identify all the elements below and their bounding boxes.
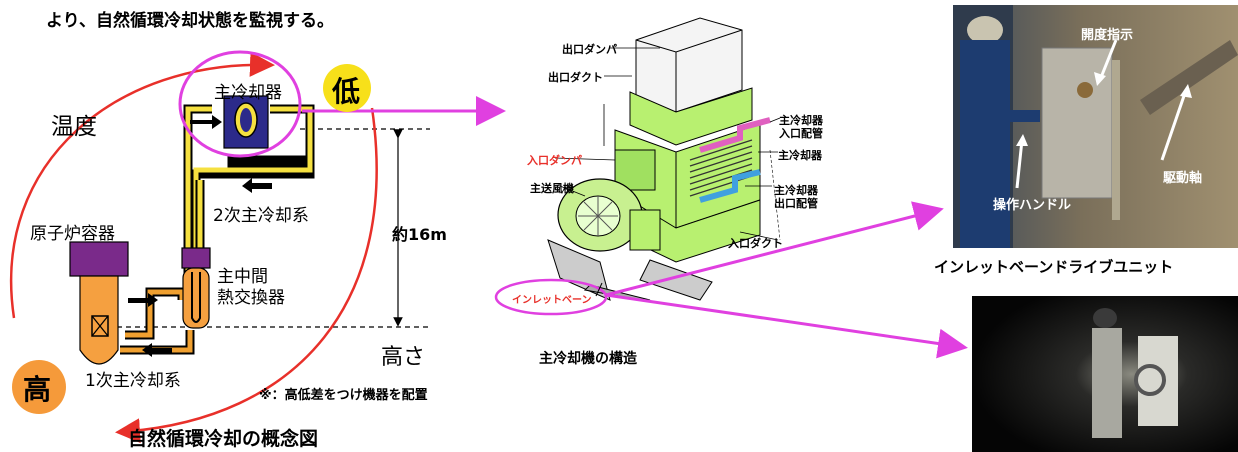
- primary-loop-label: 1次主冷却系: [85, 371, 181, 391]
- inlet-vane-highlight: [494, 278, 608, 316]
- flow-arrow-1: [190, 115, 222, 129]
- structure-caption: 主冷却機の構造: [539, 351, 637, 367]
- cooler-inlet-pipe-label-2: 入口配管: [779, 127, 823, 140]
- main-cooler-struct-label: 主冷却器: [778, 149, 822, 162]
- connector-arrow-to-photo2: [605, 293, 968, 359]
- reactor-vessel-top: [69, 241, 129, 277]
- inlet-duct-label: 入口ダクト: [728, 237, 783, 250]
- ihx-body: [182, 267, 210, 329]
- drive-shaft-label: 駆動軸: [1163, 171, 1203, 186]
- outlet-damper-label: 出口ダンパ: [562, 43, 617, 56]
- flow-arrow-4: [142, 343, 172, 357]
- photo1-image: [953, 5, 1238, 248]
- cooler-highlight-circle: [178, 50, 302, 158]
- secondary-loop-label: 2次主冷却系: [213, 206, 309, 226]
- inlet-damper-shape: [614, 149, 656, 191]
- photo2-image: [972, 296, 1238, 452]
- ihx-label-line1: 主中間: [217, 267, 268, 287]
- low-circle: [323, 64, 371, 112]
- inlet-vane-label: インレットベーン: [512, 295, 592, 306]
- high-circle: [12, 360, 66, 414]
- cooler-outlet-pipe-shape: [699, 169, 761, 203]
- header-text: より、自然循環冷却状態を監視する。: [46, 11, 334, 31]
- base-support: [547, 239, 611, 301]
- inlet-damper-label: 入口ダンパ: [527, 154, 582, 167]
- operation-handle-label: 操作ハンドル: [993, 198, 1072, 213]
- height-label: 高さ: [381, 345, 426, 370]
- layout-note: ※：高低差をつけ機器を配置: [259, 388, 428, 403]
- concept-diagram: [9, 50, 506, 444]
- concept-caption: 自然循環冷却の概念図: [128, 428, 319, 450]
- cooler-outlet-pipe-label-1: 主冷却器: [774, 184, 818, 197]
- structure-diagram: [494, 17, 968, 359]
- main-blower-label: 主送風機: [530, 182, 574, 195]
- ihx-top: [181, 247, 211, 269]
- temperature-arrow-right: [115, 107, 378, 444]
- outlet-damper-shape: [629, 87, 753, 146]
- cooler-coil-lines: [689, 139, 753, 197]
- temperature-arrow-left: [9, 51, 275, 319]
- flow-arrow-2: [242, 178, 272, 193]
- high-label: 高: [23, 373, 52, 406]
- low-label: 低: [332, 75, 361, 108]
- reactor-vessel-label: 原子炉容器: [30, 224, 115, 244]
- cooler-inlet-pipe-shape: [699, 117, 771, 153]
- flow-arrow-3: [128, 293, 158, 307]
- main-cooler-label: 主冷却器: [214, 83, 282, 103]
- connector-arrow-to-photo1: [605, 201, 944, 297]
- opening-indicator-label: 開度指示: [1081, 28, 1134, 43]
- distance-label: 約16m: [392, 225, 447, 244]
- photo1-caption: インレットベーンドライブユニット: [934, 258, 1174, 276]
- outlet-duct-label: 出口ダクト: [548, 71, 603, 84]
- temperature-label: 温度: [51, 114, 97, 140]
- cooler-outlet-pipe-label-2: 出口配管: [774, 197, 818, 210]
- ihx-label-line2: 熱交換器: [217, 288, 285, 308]
- cooler-inlet-pipe-label-1: 主冷却器: [779, 114, 823, 127]
